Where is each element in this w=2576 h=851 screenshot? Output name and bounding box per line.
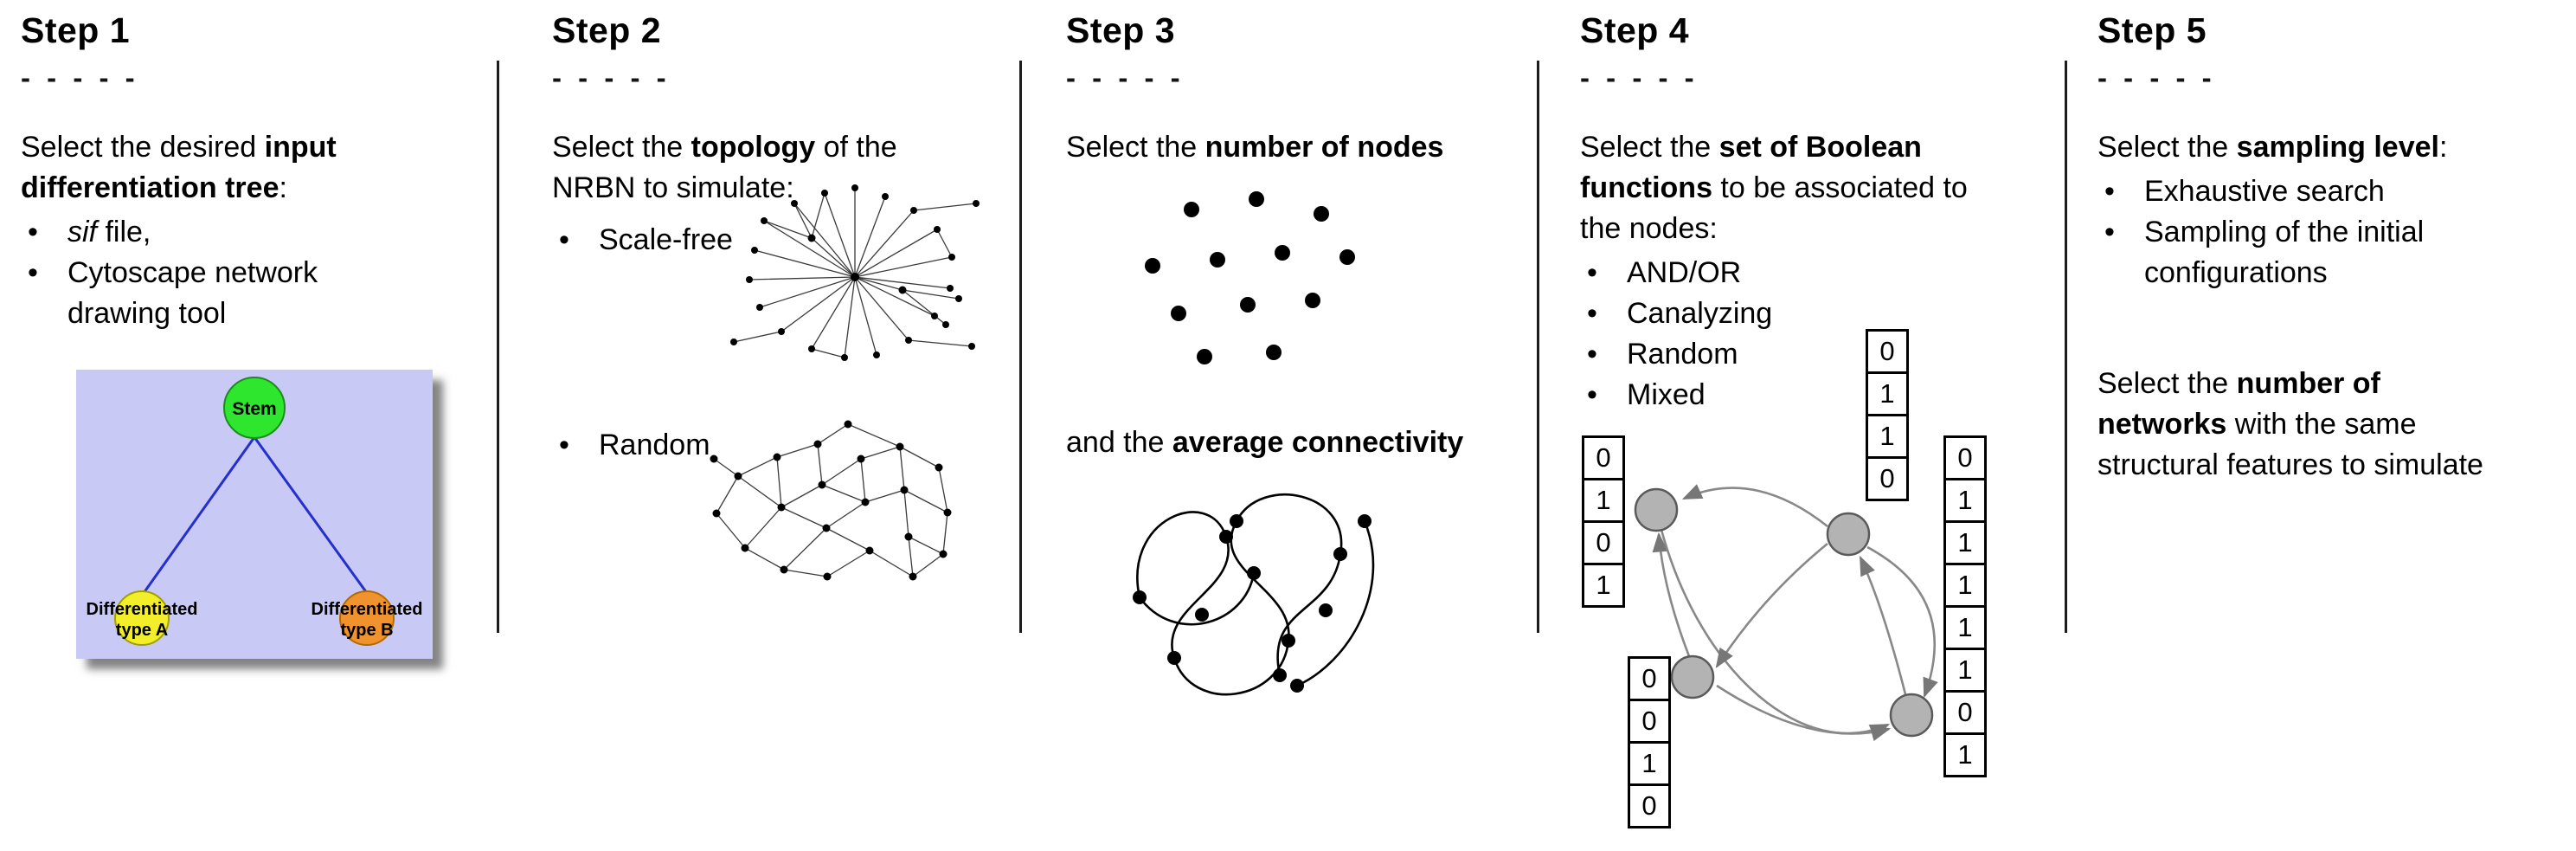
stem-label: Stem	[232, 399, 276, 419]
bullet-text: Sampling of the initial configurations	[2144, 216, 2425, 289]
truth-table-cell: 0	[1582, 520, 1625, 565]
bullet-item: Random	[552, 425, 812, 466]
step-2-panel: Step 2 - - - - - Select the topology of …	[552, 0, 1012, 851]
truth-table-cell: 1	[1582, 478, 1625, 523]
step-5-title: Step 5	[2097, 10, 2207, 50]
step-4-panel: Step 4 - - - - - Select the set of Boole…	[1580, 0, 2058, 851]
step-2-intro: Select the topology of the NRBN to simul…	[552, 131, 897, 204]
bullet-text: Exhaustive search	[2144, 175, 2385, 208]
step-4-intro: Select the set of Boolean functions to b…	[1580, 131, 1968, 245]
step-5-networks-text: Select the number of networks with the s…	[2097, 367, 2483, 481]
bullet-item: Cytoscape network drawing tool	[21, 253, 498, 334]
differentiation-tree-image: Stem Differentiated type A Differentiate…	[76, 370, 433, 659]
column-divider	[1537, 61, 1539, 633]
truth-table-cell: 1	[1943, 478, 1987, 523]
scale-free-network-graphic	[730, 184, 980, 361]
step-1-dashes: - - - - -	[21, 61, 139, 93]
step-4-bullet-list: AND/OR Canalyzing Random Mixed	[1580, 253, 2058, 416]
type-b-label-line2: type B	[340, 621, 393, 640]
step-5-bullet-list: Exhaustive search Sampling of the initia…	[2097, 171, 2565, 293]
connectivity-network-graphic	[1133, 493, 1375, 696]
step-2-dashes: - - - - -	[552, 61, 671, 93]
column-divider	[2065, 61, 2067, 633]
type-b-label-line1: Differentiated	[312, 600, 423, 619]
truth-table-cell: 0	[1866, 329, 1909, 374]
type-a-label-line1: Differentiated	[87, 600, 198, 619]
column-divider	[1019, 61, 1022, 633]
bullet-text: Scale-free	[599, 223, 733, 256]
truth-table-top: 0 1 1 0	[1866, 329, 1909, 501]
random-network-graphic	[710, 420, 952, 581]
truth-table-cell: 0	[1628, 656, 1671, 701]
truth-table-cell: 0	[1943, 690, 1987, 735]
truth-table-cell: 0	[1628, 699, 1671, 744]
truth-table-cell: 1	[1943, 732, 1987, 777]
step-5-panel: Step 5 - - - - - Select the sampling lev…	[2097, 0, 2565, 851]
step-1-intro: Select the desired input differentiation…	[21, 131, 337, 204]
step-5-intro: Select the sampling level:	[2097, 131, 2448, 164]
stem-node	[223, 377, 286, 439]
step-1-panel: Step 1 - - - - - Select the desired inpu…	[21, 0, 498, 851]
bullet-text: AND/OR	[1627, 256, 1742, 289]
differentiation-tree-svg: Stem Differentiated type A Differentiate…	[76, 370, 433, 659]
bullet-text: Random	[1627, 338, 1738, 371]
truth-table-left: 0 1 0 1	[1582, 435, 1625, 608]
step-3-connectivity-text: and the average connectivity	[1066, 426, 1464, 459]
step-2-title: Step 2	[552, 10, 662, 50]
bullet-item: AND/OR	[1580, 253, 2058, 293]
bullet-item: Scale-free	[552, 220, 812, 261]
truth-table-bottom-left: 0 0 1 0	[1628, 656, 1671, 828]
boolean-node	[1670, 654, 1715, 699]
bullet-item: Exhaustive search	[2097, 171, 2565, 212]
step-1-title: Step 1	[21, 10, 131, 50]
bullet-text: Cytoscape network drawing tool	[67, 256, 318, 330]
truth-table-cell: 1	[1866, 414, 1909, 459]
step-2-bullet-random: Random	[552, 425, 812, 466]
truth-table-cell: 0	[1628, 783, 1671, 828]
bullet-text: Random	[599, 429, 710, 461]
step-1-bullet-list: sif file, Cytoscape network drawing tool	[21, 212, 498, 334]
boolean-node	[1826, 512, 1871, 557]
step-4-dashes: - - - - -	[1580, 61, 1699, 93]
boolean-node	[1889, 693, 1934, 738]
step-2-bullet-scalefree: Scale-free	[552, 220, 812, 261]
truth-table-cell: 1	[1943, 605, 1987, 650]
column-divider	[497, 61, 499, 633]
truth-table-cell: 1	[1943, 648, 1987, 693]
nodes-dots-graphic	[1145, 191, 1355, 364]
tree-edges	[142, 436, 369, 594]
truth-table-cell: 1	[1866, 371, 1909, 416]
bullet-item: Mixed	[1580, 375, 2058, 416]
step-3-dashes: - - - - -	[1066, 61, 1185, 93]
bullet-text: Canalyzing	[1627, 297, 1773, 330]
truth-table-cell: 0	[1582, 435, 1625, 480]
truth-table-cell: 0	[1866, 456, 1909, 501]
boolean-network-graphic	[1634, 484, 1938, 742]
truth-table-cell: 1	[1628, 741, 1671, 786]
bullet-text: sif file,	[67, 216, 151, 248]
truth-table-cell: 1	[1943, 563, 1987, 608]
step-3-panel: Step 3 - - - - - Select the number of no…	[1066, 0, 1530, 851]
type-a-label-line2: type A	[116, 621, 168, 640]
boolean-node	[1634, 487, 1679, 532]
bullet-item: sif file,	[21, 212, 498, 253]
differentiated-type-b-node	[339, 590, 395, 646]
bullet-item: Random	[1580, 334, 2058, 375]
differentiated-type-a-node	[114, 590, 170, 646]
truth-table-cell: 0	[1943, 435, 1987, 480]
step-3-title: Step 3	[1066, 10, 1176, 50]
truth-table-cell: 1	[1943, 520, 1987, 565]
truth-table-cell: 1	[1582, 563, 1625, 608]
bullet-text: Mixed	[1627, 378, 1706, 411]
step-3-intro: Select the number of nodes	[1066, 131, 1444, 164]
step-5-dashes: - - - - -	[2097, 61, 2216, 93]
bullet-item: Sampling of the initial configurations	[2097, 212, 2565, 293]
bullet-item: Canalyzing	[1580, 293, 2058, 334]
step-4-title: Step 4	[1580, 10, 1690, 50]
truth-table-right: 0 1 1 1 1 1 0 1	[1943, 435, 1987, 777]
